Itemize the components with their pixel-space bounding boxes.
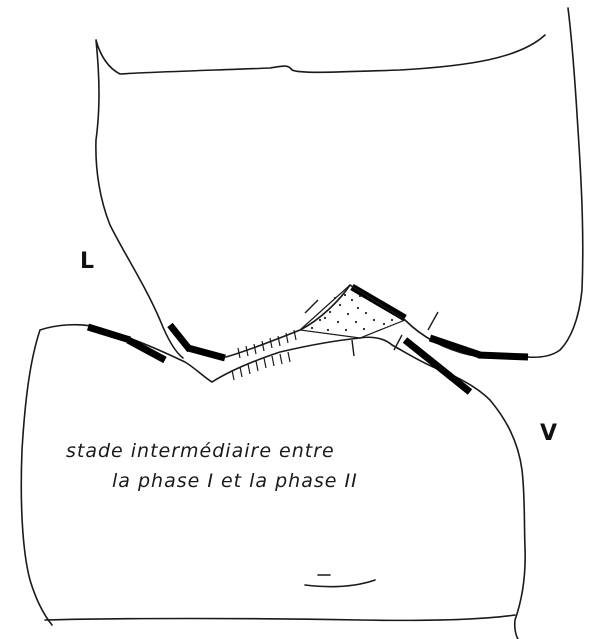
lower-hatching xyxy=(232,352,290,380)
lower-contact-bar-right-2 xyxy=(440,368,470,392)
tick-mark-2 xyxy=(352,340,354,356)
label-lingual: L xyxy=(80,249,94,274)
tick-mark-1 xyxy=(305,300,318,313)
lower-contact-bar-right xyxy=(405,340,440,368)
lower-jaw-curve xyxy=(45,615,515,620)
upper-contact-bar-right-2 xyxy=(478,355,528,357)
lower-contact-bar-left xyxy=(88,327,130,340)
upper-contact-bar-right xyxy=(430,338,480,355)
small-arc-mark xyxy=(305,580,375,587)
wear-facet-stipple xyxy=(311,294,393,331)
caption-line-2: la phase I et la phase II xyxy=(112,470,358,492)
label-vestibular: V xyxy=(540,421,557,446)
upper-contact-bar-left-2 xyxy=(188,348,225,358)
caption-line-1: stade intermédiaire entre xyxy=(66,440,335,462)
tick-mark-4 xyxy=(428,312,438,330)
